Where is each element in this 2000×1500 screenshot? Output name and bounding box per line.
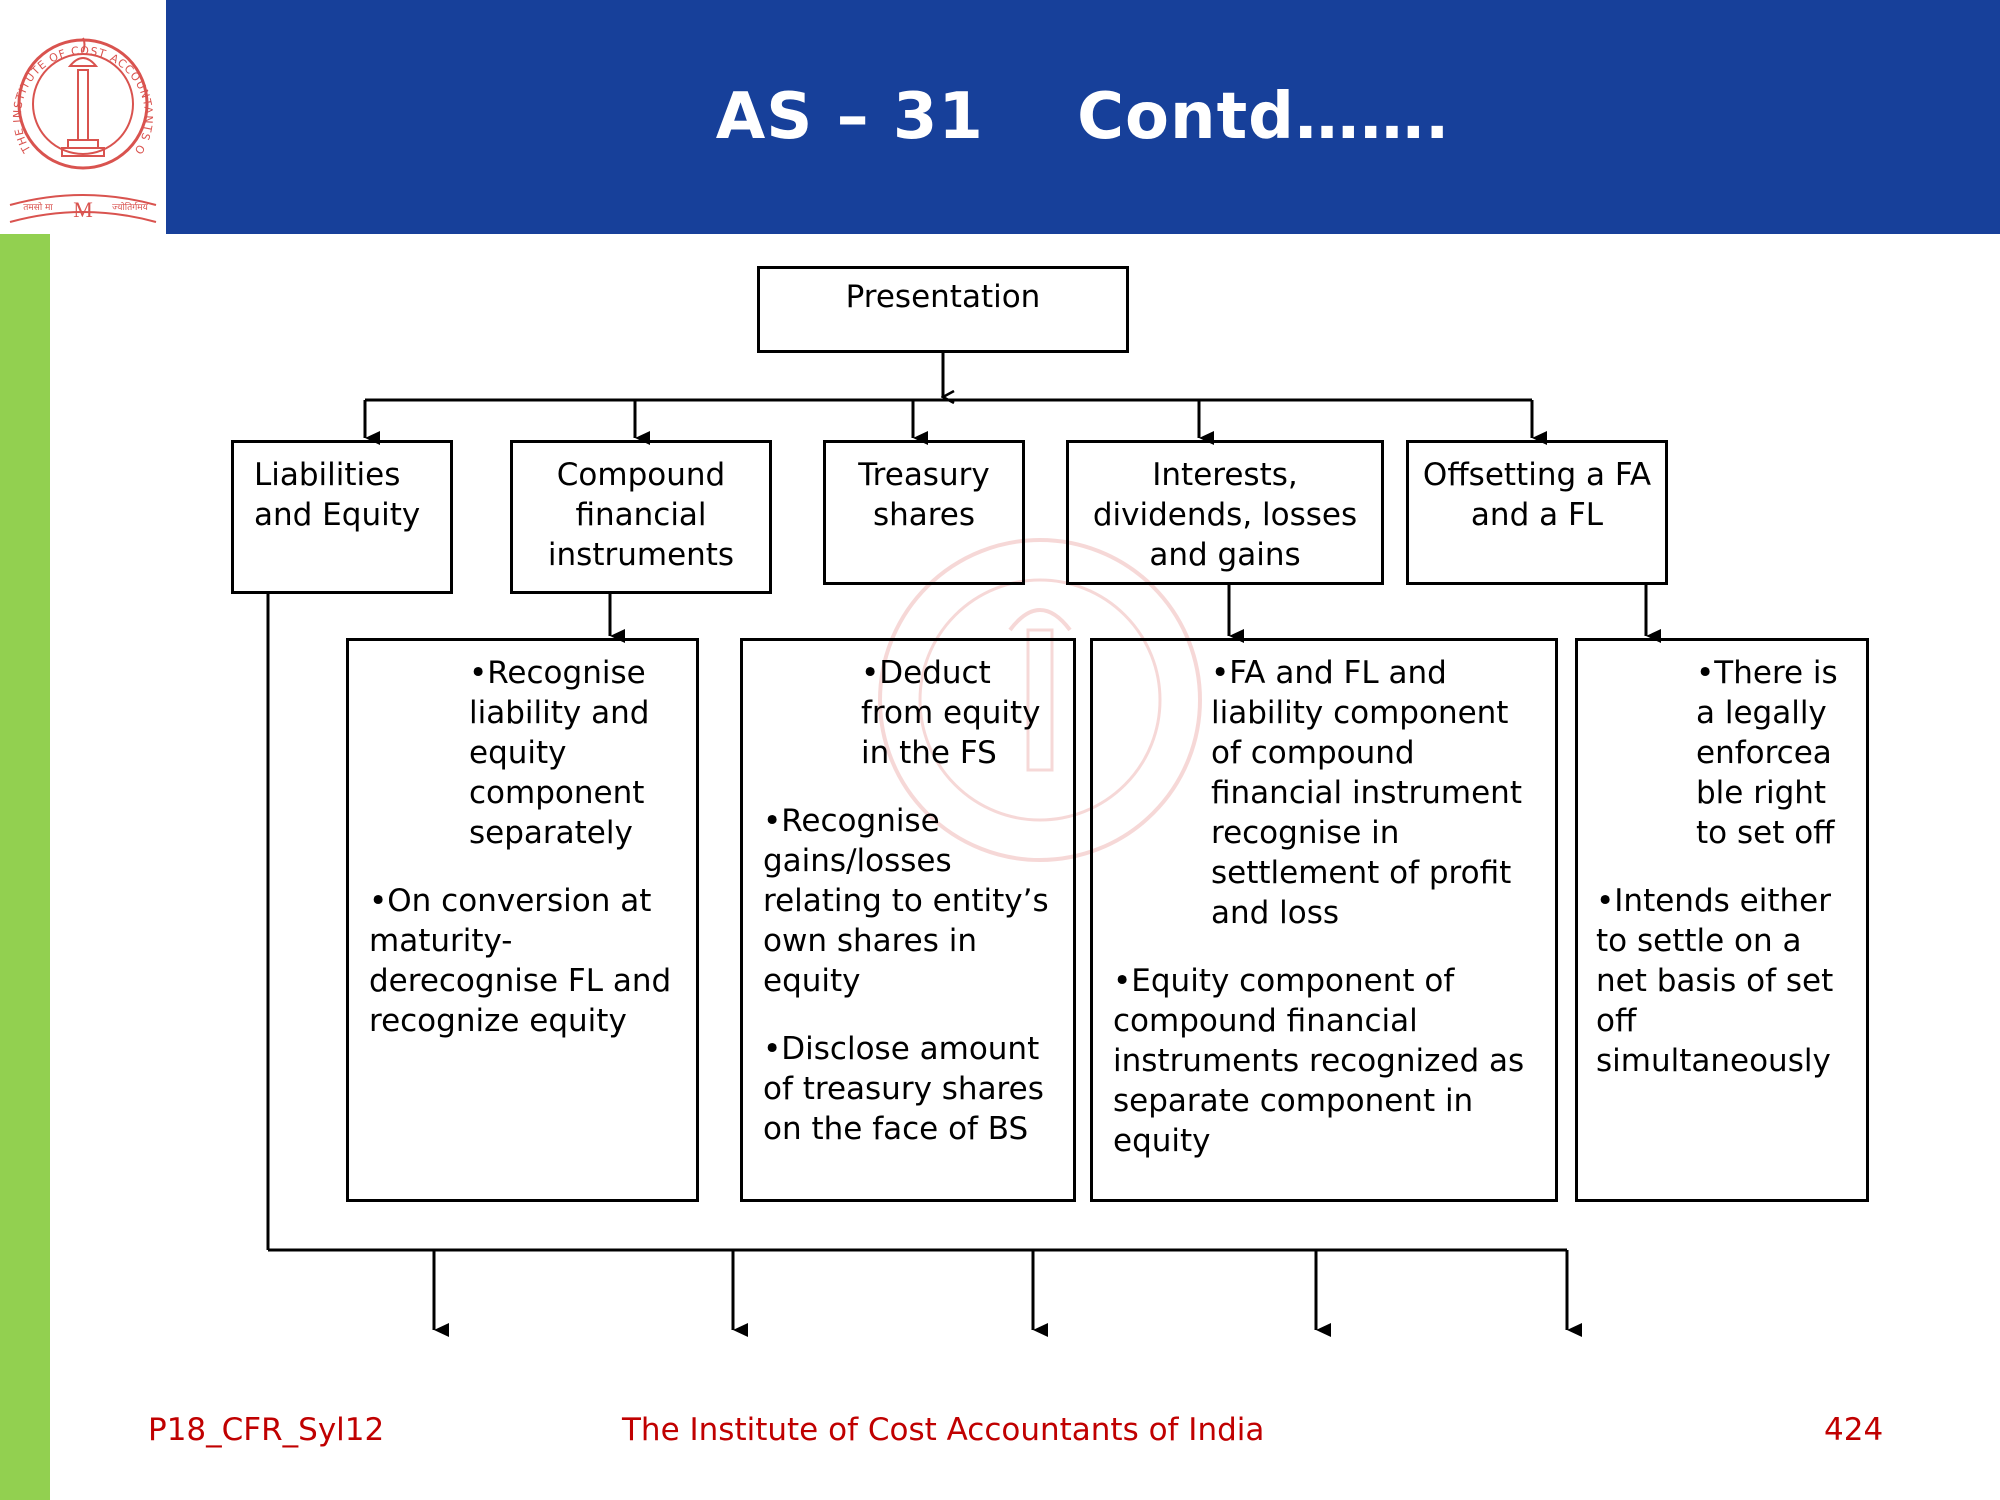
offset-detail-box: •There is a legally enforcea ble right t… — [1575, 638, 1869, 1202]
interests-dividends-box: Interests, dividends, losses and gains — [1066, 440, 1384, 585]
treasury-point-1: •Deduct from equity in the FS — [861, 655, 1041, 771]
treasury-shares-label: Treasury shares — [858, 457, 990, 533]
liabilities-equity-box: Liabilities and Equity — [231, 440, 453, 594]
interest-point-2: •Equity component of compound financial … — [1113, 963, 1525, 1159]
footer-institute-name: The Institute of Cost Accountants of Ind… — [622, 1412, 1265, 1448]
liabilities-equity-label: Liabilities and Equity — [254, 457, 421, 533]
treasury-detail-box: •Deduct from equity in the FS •Recognise… — [740, 638, 1076, 1202]
institute-logo: M तमसो मा ज्योतिर्गमय THE INSTITUTE OF C… — [0, 0, 166, 234]
interest-detail-box: •FA and FL and liability component of co… — [1090, 638, 1558, 1202]
offsetting-box: Offsetting a FA and a FL — [1406, 440, 1668, 585]
footer-page-number: 424 — [1824, 1412, 1884, 1448]
logo-monogram: M — [73, 197, 93, 222]
logo-emblem-icon: M तमसो मा ज्योतिर्गमय THE INSTITUTE OF C… — [0, 0, 157, 223]
compound-point-2: •On conversion at maturity- derecognise … — [369, 883, 672, 1039]
logo-motto-right: ज्योतिर्गमय — [112, 201, 149, 213]
footer-course-code: P18_CFR_Syl12 — [148, 1412, 385, 1448]
offset-point-2: •Intends either to settle on a net basis… — [1596, 883, 1834, 1079]
presentation-box: Presentation — [757, 266, 1129, 353]
compound-instruments-label: Compound financial instruments — [547, 457, 735, 573]
treasury-shares-box: Treasury shares — [823, 440, 1025, 585]
watermark-logo-icon — [878, 538, 1202, 862]
compound-point-1: •Recognise liability and equity componen… — [469, 655, 650, 851]
presentation-label: Presentation — [845, 279, 1041, 315]
offsetting-label: Offsetting a FA and a FL — [1422, 457, 1652, 533]
offset-point-1: •There is a legally enforcea ble right t… — [1696, 655, 1838, 851]
compound-detail-box: •Recognise liability and equity componen… — [346, 638, 699, 1202]
interests-dividends-label: Interests, dividends, losses and gains — [1092, 457, 1358, 573]
interest-point-1: •FA and FL and liability component of co… — [1211, 655, 1522, 931]
treasury-point-3: •Disclose amount of treasury shares on t… — [763, 1031, 1044, 1147]
compound-instruments-box: Compound financial instruments — [510, 440, 772, 594]
logo-motto-left: तमसो मा — [23, 201, 53, 213]
treasury-point-2: •Recognise gains/losses relating to enti… — [763, 803, 1049, 999]
slide-title: AS – 31 Contd……. — [715, 80, 1451, 154]
side-accent-bar — [0, 234, 50, 1500]
header-bar — [166, 0, 2000, 234]
